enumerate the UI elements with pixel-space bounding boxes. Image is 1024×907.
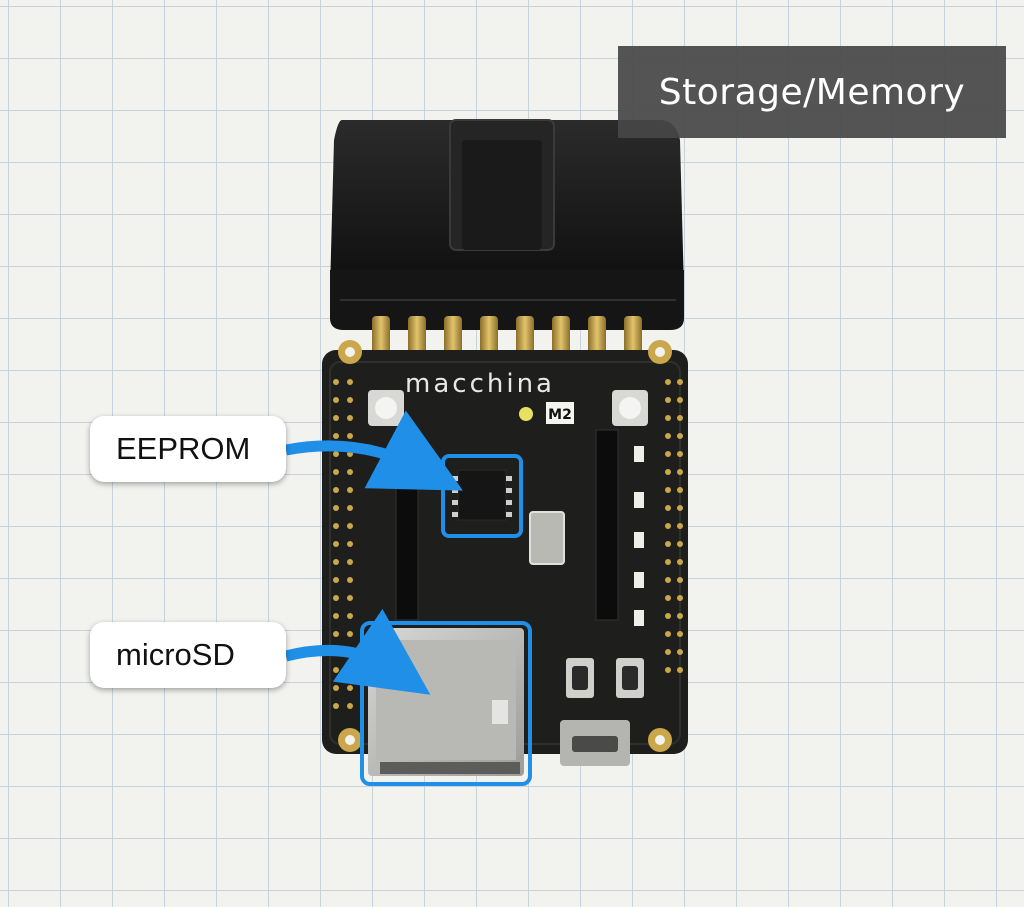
microsd-label: microSD bbox=[116, 637, 235, 672]
microsd-callout: microSD bbox=[90, 622, 286, 688]
right-socket-header bbox=[595, 429, 619, 621]
board-logo: macchina bbox=[405, 369, 555, 399]
eeprom-callout: EEPROM bbox=[90, 416, 286, 482]
microsd-highlight-box bbox=[360, 621, 532, 786]
eeprom-label: EEPROM bbox=[116, 431, 251, 466]
eeprom-arrow bbox=[284, 410, 463, 491]
smd-leds bbox=[634, 446, 644, 626]
svg-text:M2: M2 bbox=[548, 407, 572, 423]
status-led bbox=[519, 407, 533, 421]
title-banner: Storage/Memory bbox=[618, 46, 1006, 138]
eeprom-highlight-box bbox=[441, 454, 523, 538]
model-badge: M2 bbox=[546, 402, 574, 424]
crystal-oscillator bbox=[529, 511, 565, 565]
banner-title: Storage/Memory bbox=[658, 71, 966, 113]
micro-usb-port bbox=[560, 720, 630, 766]
right-header-holes bbox=[665, 379, 683, 673]
microsd-arrow bbox=[284, 608, 431, 695]
obd-connector bbox=[330, 119, 684, 330]
microsd-slot bbox=[368, 628, 524, 776]
eeprom-chip bbox=[452, 469, 512, 521]
